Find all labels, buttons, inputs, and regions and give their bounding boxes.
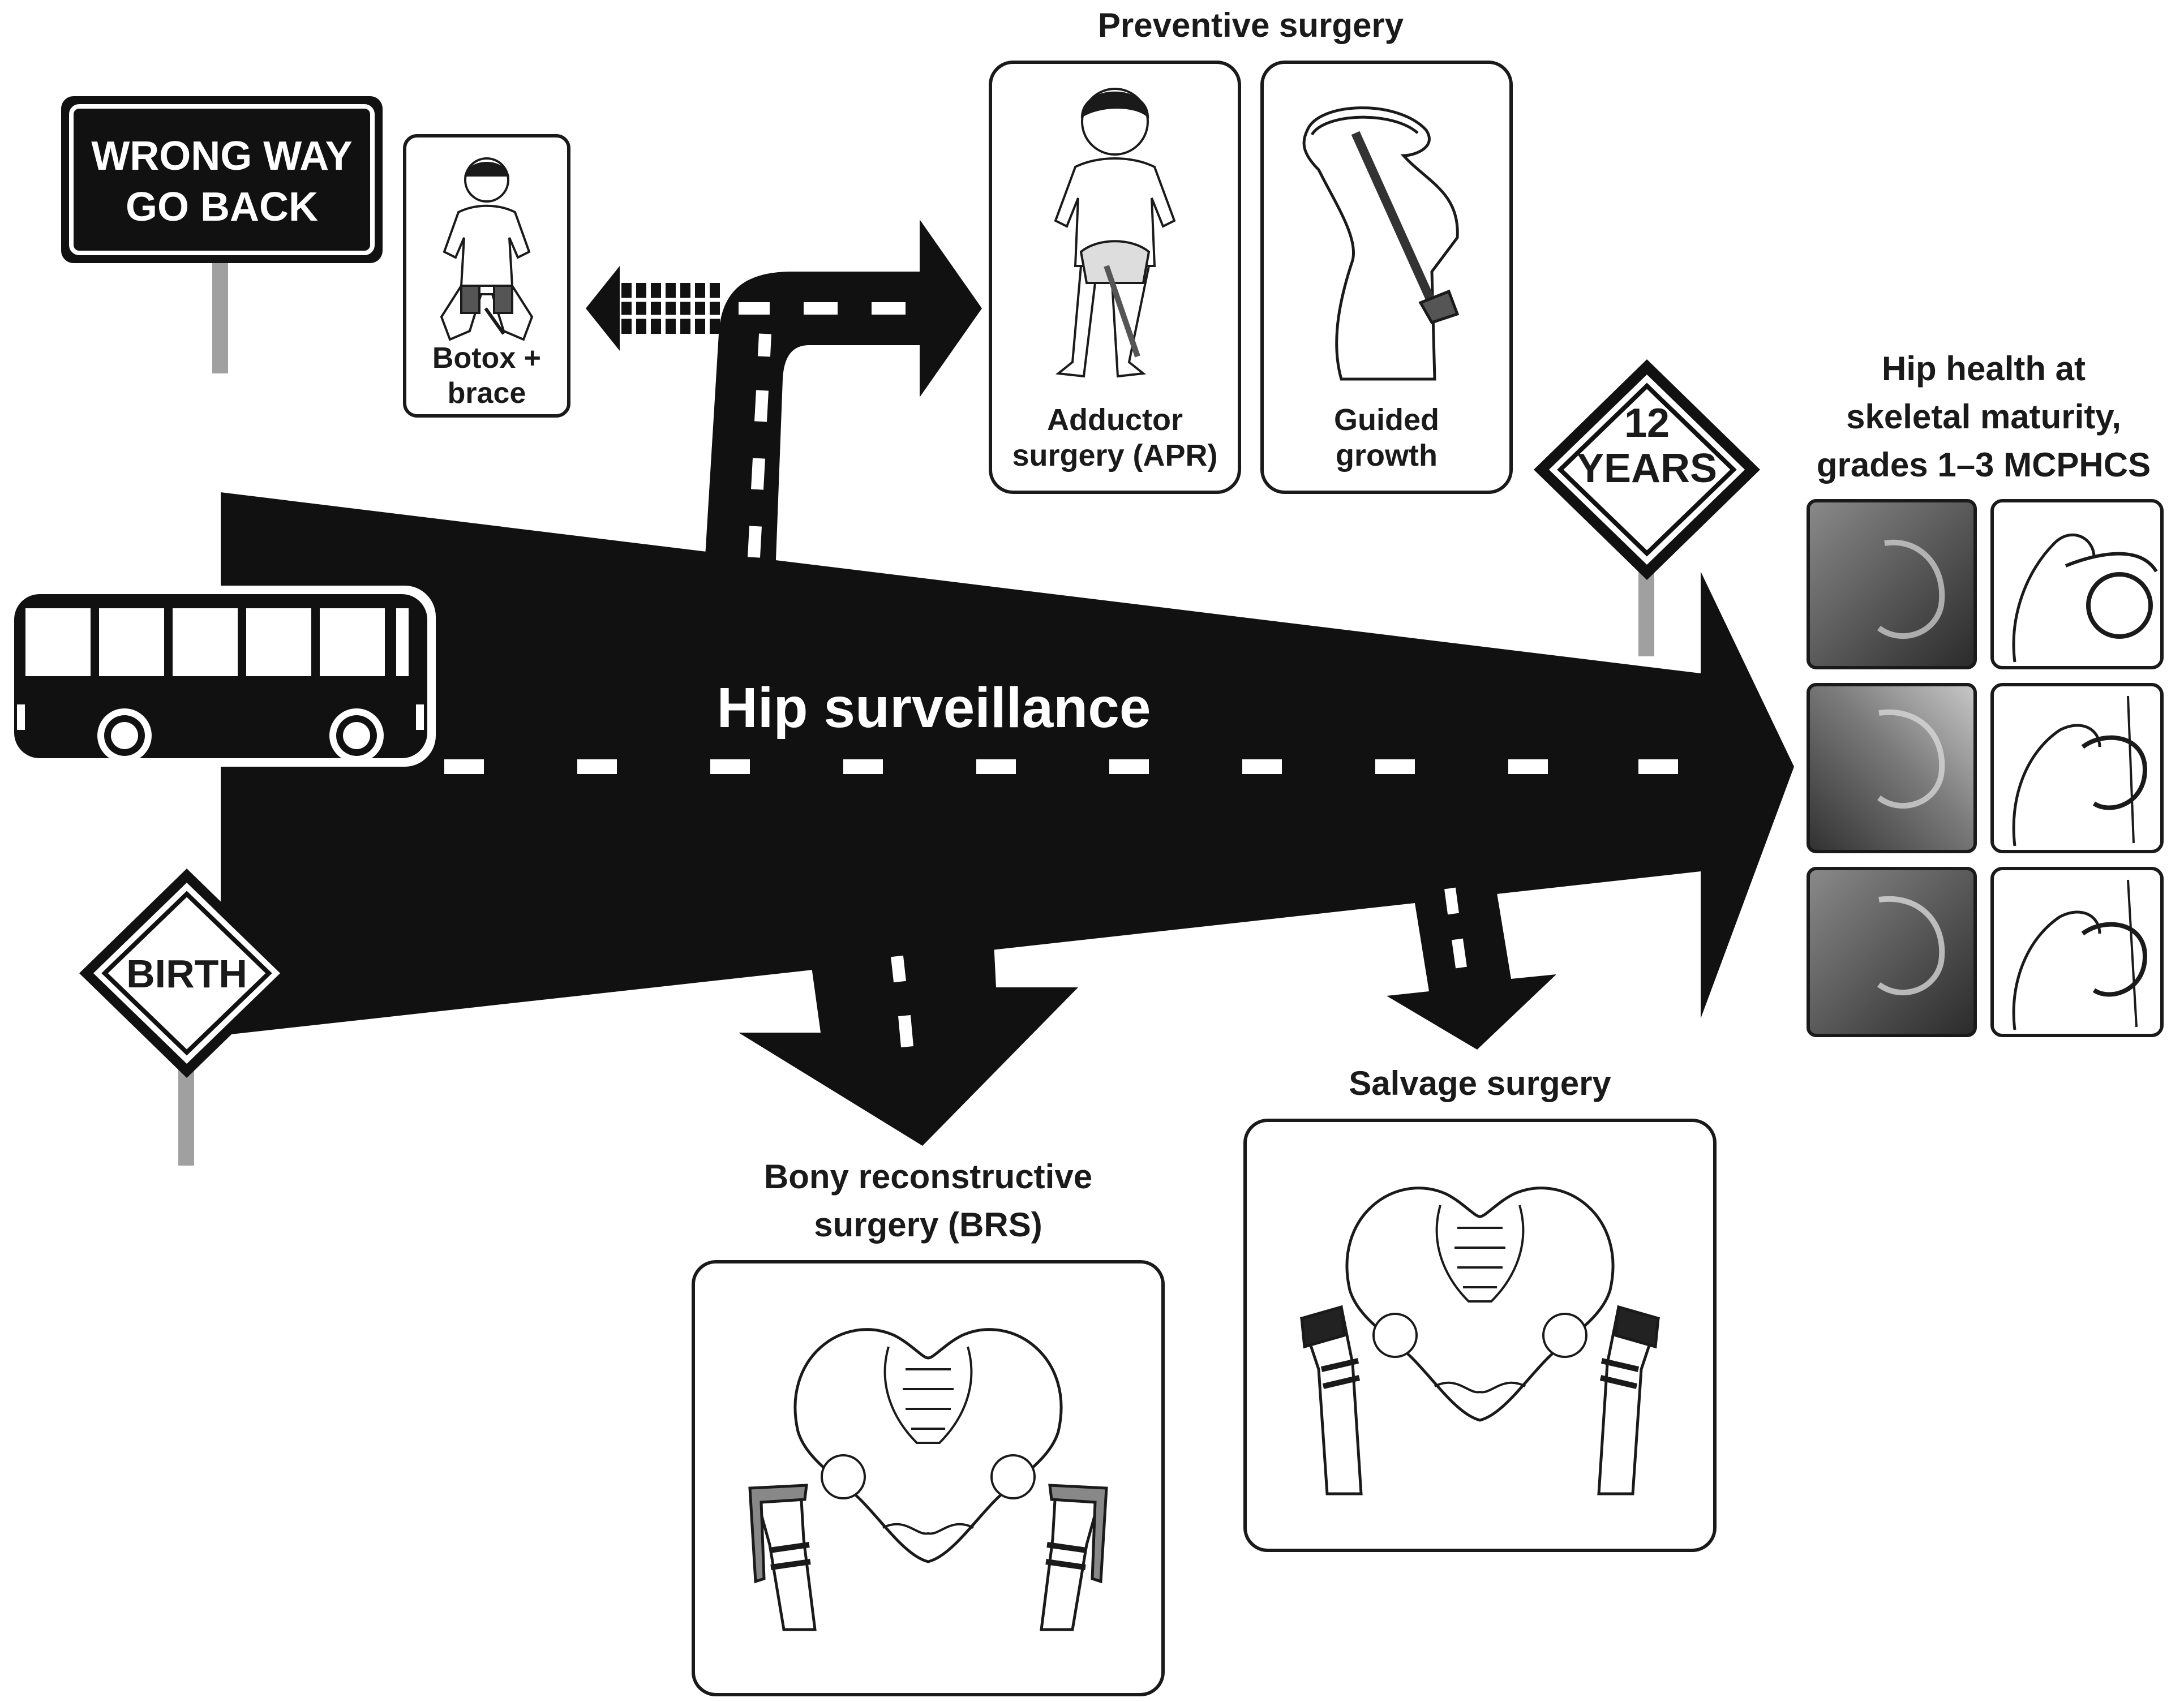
adductor-line2: surgery (APR) (1012, 439, 1217, 472)
child-figure-icon (1054, 88, 1176, 378)
salvage-branch-road (1387, 876, 1556, 1050)
xray-image (1807, 867, 1977, 1037)
child-brace-icon (440, 157, 534, 341)
hip-outline-drawing (1990, 683, 2164, 853)
main-road (221, 492, 1794, 1035)
outline-column (1990, 499, 2164, 1037)
guided-line1: Guided (1334, 403, 1439, 437)
botox-line2: brace (448, 377, 526, 410)
salvage-title: Salvage surgery (1349, 1064, 1611, 1102)
hip-outline-drawing (1990, 499, 2164, 669)
femur-left (748, 1484, 817, 1631)
guided-growth-panel: Guided growth (1260, 61, 1513, 494)
adductor-panel: Adductor surgery (APR) (989, 61, 1241, 494)
preventive-branch-road (705, 220, 982, 574)
twelve-years-line2: YEARS (1577, 446, 1717, 491)
wrong-way-sign: WRONG WAY GO BACK (61, 96, 383, 373)
birth-sign-label: BIRTH (126, 952, 247, 996)
main-road-label: Hip surveillance (717, 676, 1151, 740)
twelve-years-line1: 12 (1624, 401, 1670, 446)
salvage-panel (1243, 1119, 1717, 1552)
wrong-way-arrow (586, 266, 720, 351)
femur-left (1299, 1305, 1363, 1495)
birth-sign: BIRTH (79, 869, 294, 1166)
bony-title-line2: surgery (BRS) (814, 1206, 1042, 1244)
brs-branch-road (739, 931, 1078, 1146)
bony-title-line1: Bony reconstructive (764, 1158, 1092, 1196)
femur-screw-icon (1302, 106, 1460, 381)
hip-outline-drawing (1990, 867, 2164, 1037)
xray-image (1807, 683, 1977, 853)
preventive-title: Preventive surgery (1098, 6, 1404, 44)
hip-health-line2: skeletal maturity, (1846, 398, 2121, 436)
adductor-line1: Adductor (1047, 403, 1183, 437)
botox-line1: Botox + (432, 342, 541, 375)
wrong-way-line2: GO BACK (126, 184, 318, 230)
femur-right (1040, 1484, 1108, 1631)
xray-column (1807, 499, 1977, 1037)
xray-image (1807, 499, 1977, 669)
wrong-way-line1: WRONG WAY (91, 134, 352, 179)
femur-right (1597, 1305, 1660, 1495)
bony-panel (692, 1260, 1165, 1696)
hip-health-line3: grades 1–3 MCPHCS (1817, 446, 2151, 484)
botox-brace-panel: Botox + brace (403, 134, 570, 418)
bus-icon (6, 586, 436, 767)
twelve-years-sign: 12 YEARS (1534, 359, 1760, 656)
hip-health-line1: Hip health at (1882, 350, 2086, 388)
guided-line2: growth (1336, 439, 1438, 472)
